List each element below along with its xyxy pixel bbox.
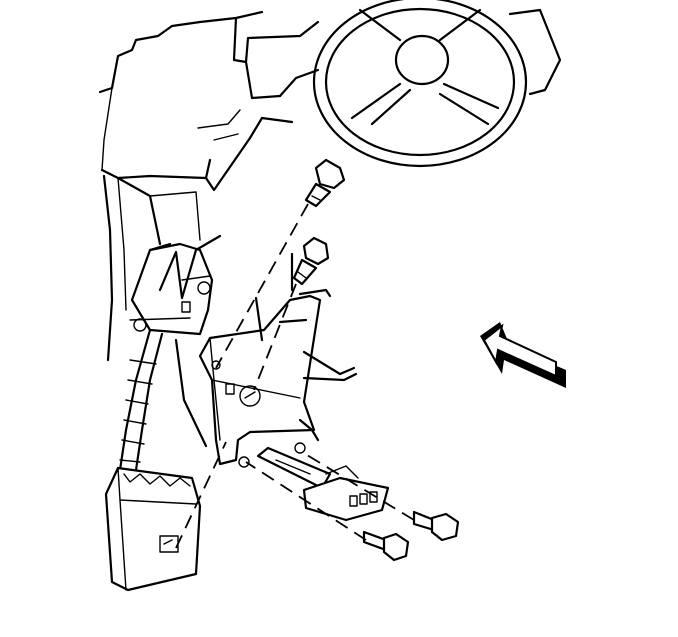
electronic-module [104,466,202,592]
upper-bolt-1 [304,158,346,208]
lower-bolt-2 [362,530,410,562]
steering-column-support [129,234,222,336]
wiring-harness [118,328,208,472]
direction-arrow [480,322,566,388]
lower-bolt-1 [412,510,460,542]
upper-bolt-2 [292,236,330,286]
electrical-connector [256,446,390,522]
steering-wheel [312,0,528,168]
mounting-bracket [198,252,358,468]
instrument-panel [98,8,562,362]
alignment-lines [175,203,415,549]
